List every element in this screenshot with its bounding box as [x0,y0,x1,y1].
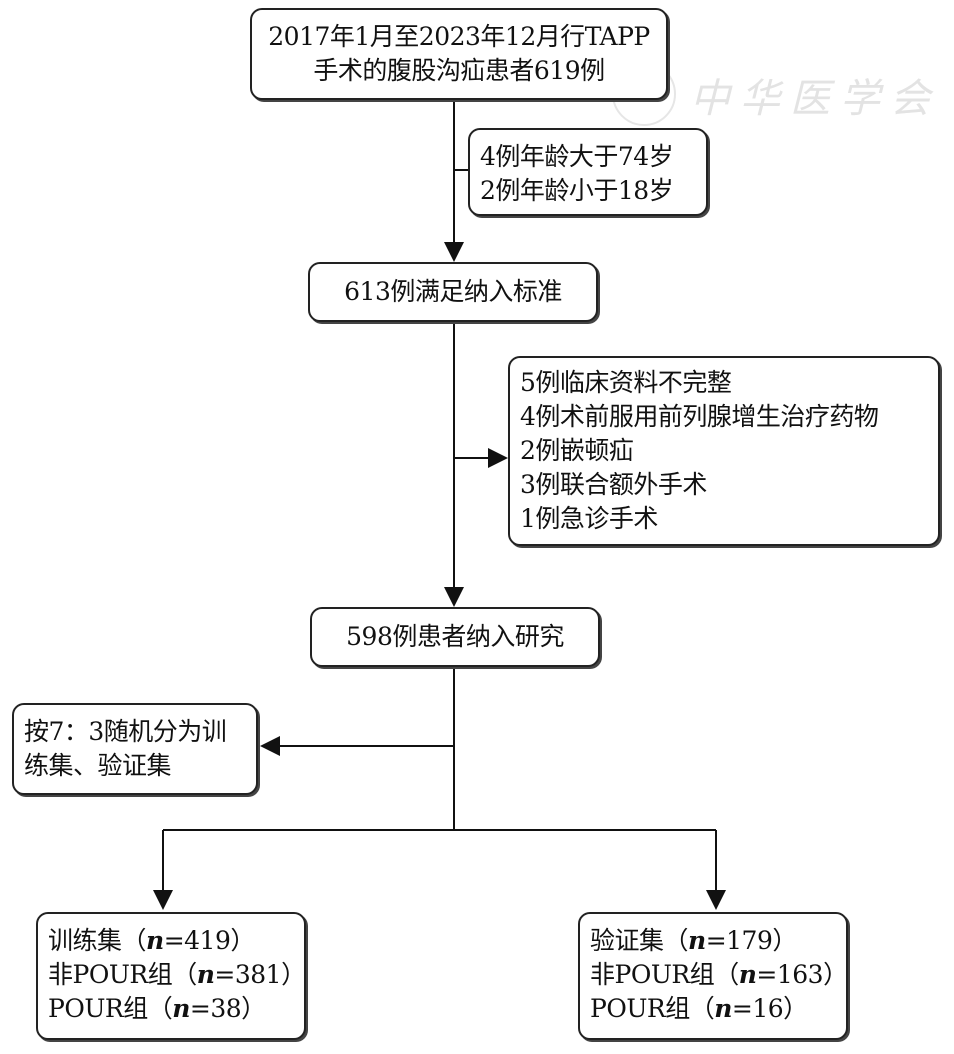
start-line-1: 2017年1月至2023年12月行TAPP [268,22,650,51]
training-line-3: POUR组（n=38） [48,994,266,1023]
training-line-1: 训练集（n=419） [48,926,255,955]
box-exclusion-criteria: 5例临床资料不完整 4例术前服用前列腺增生治疗药物 2例嵌顿疝 3例联合额外手术… [508,356,940,546]
start-line-2: 手术的腹股沟疝患者619例 [313,56,605,85]
box-validation-set: 验证集（n=179） 非POUR组（n=163） POUR组（n=16） [578,912,848,1040]
exclude2-line-3: 2例嵌顿疝 [520,436,634,465]
validation-line-2: 非POUR组（n=163） [590,960,848,989]
exclude2-line-4: 3例联合额外手术 [520,470,707,499]
box-eligible: 613例满足纳入标准 [308,262,598,322]
training-line-2: 非POUR组（n=381） [48,960,306,989]
split-line-2: 练集、验证集 [24,751,172,780]
validation-line-1: 验证集（n=179） [590,926,797,955]
exclude2-line-1: 5例临床资料不完整 [520,368,732,397]
watermark-text: 中华医学会 [690,76,940,122]
exclude1-line-1: 4例年龄大于74岁 [480,142,674,171]
box-start-population: 2017年1月至2023年12月行TAPP 手术的腹股沟疝患者619例 [250,8,668,100]
exclude2-line-5: 1例急诊手术 [520,504,658,533]
eligible-line-1: 613例满足纳入标准 [344,277,562,306]
box-training-set: 训练集（n=419） 非POUR组（n=381） POUR组（n=38） [36,912,306,1040]
box-exclusion-age: 4例年龄大于74岁 2例年龄小于18岁 [468,128,708,216]
box-included: 598例患者纳入研究 [310,607,600,667]
box-random-split: 按7：3随机分为训 练集、验证集 [12,703,258,795]
included-line-1: 598例患者纳入研究 [346,622,564,651]
split-line-1: 按7：3随机分为训 [24,717,227,746]
exclude2-line-2: 4例术前服用前列腺增生治疗药物 [520,402,879,431]
exclude1-line-2: 2例年龄小于18岁 [480,176,674,205]
validation-line-3: POUR组（n=16） [590,994,808,1023]
